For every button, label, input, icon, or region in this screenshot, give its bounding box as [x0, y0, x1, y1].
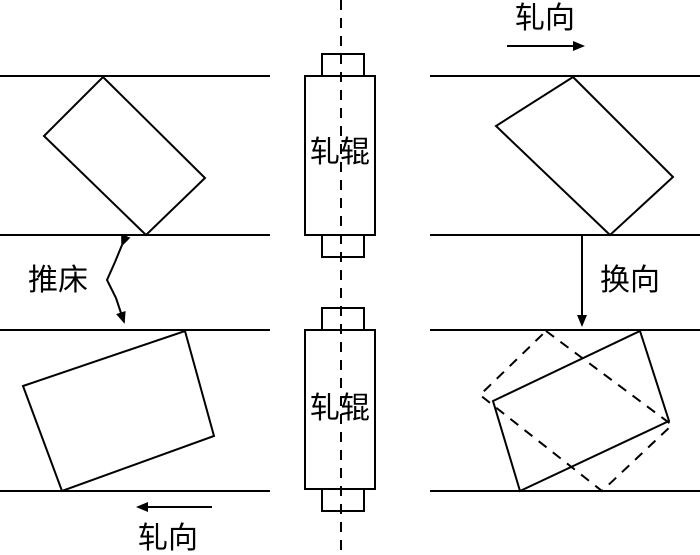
top-roll-label: 轧辊 [310, 135, 370, 170]
bottom-roll-lower-neck [321, 488, 365, 512]
slab-lower-right [491, 329, 671, 493]
bottom-roll-label: 轧辊 [310, 391, 370, 426]
top-roll-lower-neck [321, 234, 365, 258]
push-bed-label: 推床 [28, 263, 88, 298]
rolling-direction-label-bottom: 轧向 [138, 521, 198, 555]
top-roll-upper-neck [321, 53, 365, 77]
rolling-direction-label-top: 轧向 [515, 1, 575, 36]
slab-upper-right [494, 75, 675, 237]
turn-label: 换向 [600, 263, 660, 298]
slab-lower-right-ghost [478, 329, 674, 493]
bottom-roll-upper-neck [321, 307, 365, 331]
slab-lower-left [21, 329, 216, 493]
top-roll-body [304, 75, 376, 236]
push-bed-arrow [105, 233, 131, 324]
slab-upper-left [42, 75, 207, 237]
